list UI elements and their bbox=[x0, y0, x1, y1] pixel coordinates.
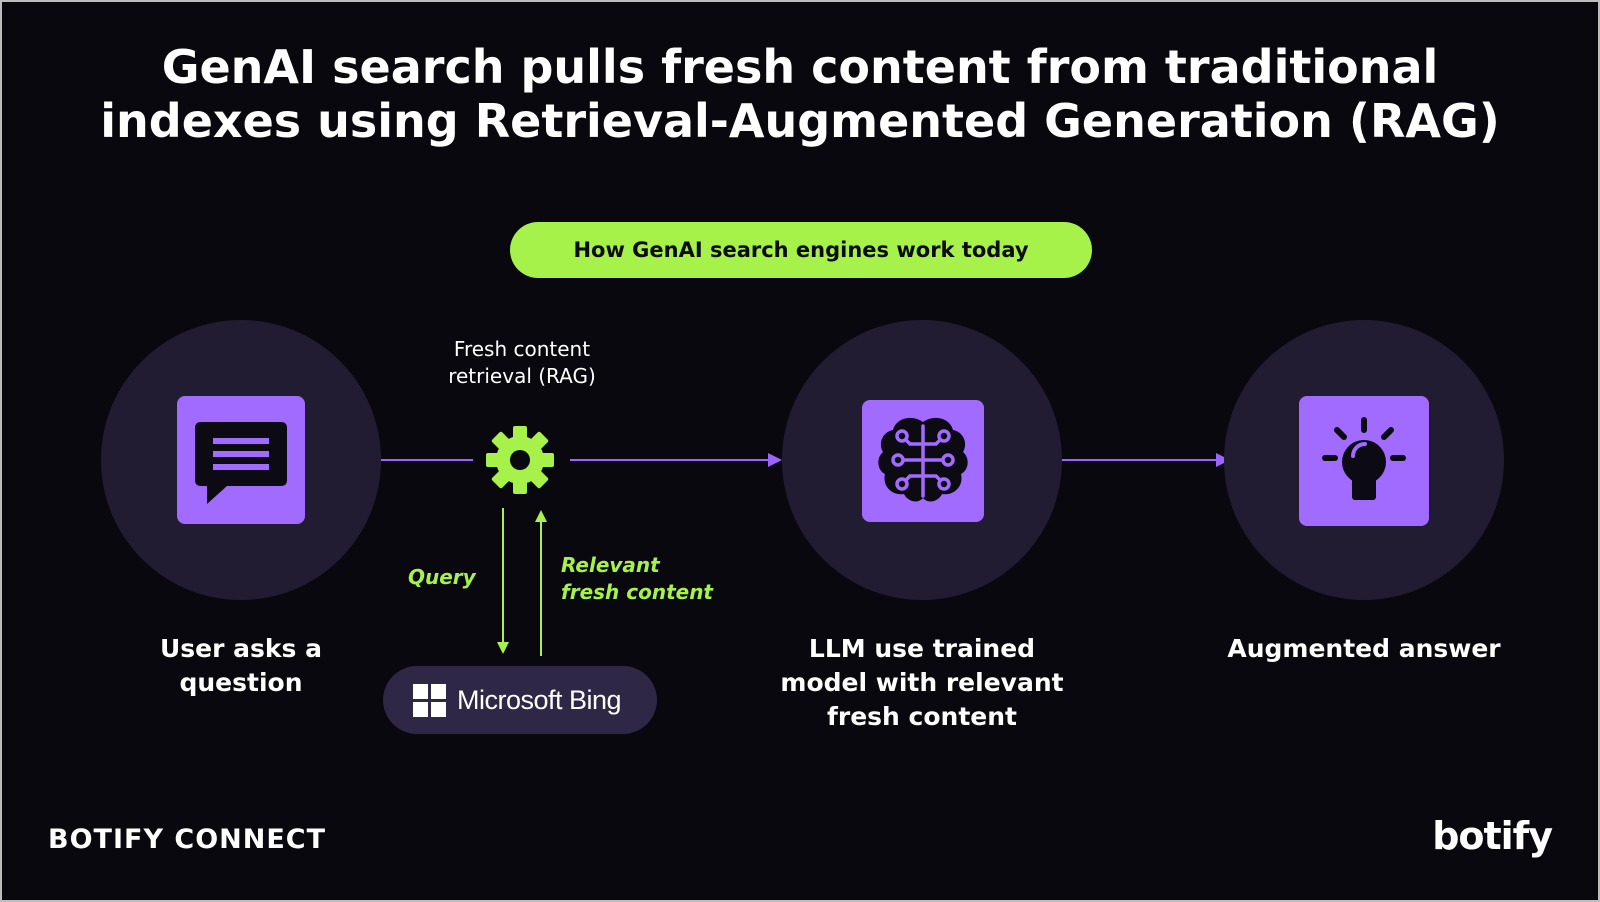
bing-badge: Microsoft Bing bbox=[383, 666, 657, 734]
botify-logo: botify bbox=[1432, 814, 1553, 858]
query-arrowhead-icon bbox=[497, 642, 509, 654]
lightbulb-icon bbox=[1322, 417, 1406, 500]
step-llm-label-line-1: LLM use trained bbox=[808, 634, 1036, 663]
relevant-label-line-2: fresh content bbox=[561, 580, 713, 604]
step-rag-label: Fresh content retrieval (RAG) bbox=[402, 336, 642, 390]
gear-icon bbox=[486, 426, 554, 494]
step-user-label-line-1: User asks a bbox=[160, 634, 322, 663]
step-llm-label-line-2: model with relevant bbox=[780, 668, 1064, 697]
chat-bubble-icon bbox=[195, 422, 287, 504]
query-arrow-line bbox=[502, 508, 504, 644]
step-user-label-line-2: question bbox=[179, 668, 303, 697]
step-answer-tile bbox=[1299, 396, 1429, 526]
step-rag-label-line-2: retrieval (RAG) bbox=[448, 364, 596, 388]
step-llm-tile bbox=[862, 400, 984, 522]
step-answer-label: Augmented answer bbox=[1227, 634, 1501, 663]
step-user-label: User asks a question bbox=[121, 632, 361, 700]
title-line-1: GenAI search pulls fresh content from tr… bbox=[161, 40, 1439, 94]
step-llm-label: LLM use trained model with relevant fres… bbox=[752, 632, 1092, 734]
connector-user-to-rag bbox=[380, 459, 473, 461]
arrowhead-llm-icon bbox=[768, 453, 782, 467]
title-line-2: indexes using Retrieval-Augmented Genera… bbox=[100, 94, 1500, 148]
brain-circuit-icon bbox=[878, 417, 968, 502]
relevant-arrow-line bbox=[540, 520, 542, 656]
connector-rag-to-llm bbox=[570, 459, 772, 461]
step-user-tile bbox=[177, 396, 305, 524]
botify-connect-logo: BOTIFY CONNECT bbox=[48, 824, 327, 855]
relevant-content-label: Relevant fresh content bbox=[561, 552, 713, 606]
page-title: GenAI search pulls fresh content from tr… bbox=[2, 40, 1598, 148]
relevant-label-line-1: Relevant bbox=[561, 553, 660, 577]
section-pill: How GenAI search engines work today bbox=[510, 222, 1092, 278]
connector-llm-to-answer bbox=[1062, 459, 1220, 461]
arrowhead-answer-icon bbox=[1216, 453, 1230, 467]
windows-logo-icon bbox=[413, 684, 447, 718]
step-llm-label-line-3: fresh content bbox=[827, 702, 1017, 731]
query-label: Query bbox=[408, 565, 476, 589]
bing-name: Microsoft Bing bbox=[457, 685, 622, 715]
step-rag-label-line-1: Fresh content bbox=[453, 337, 591, 361]
relevant-arrowhead-icon bbox=[535, 510, 547, 522]
